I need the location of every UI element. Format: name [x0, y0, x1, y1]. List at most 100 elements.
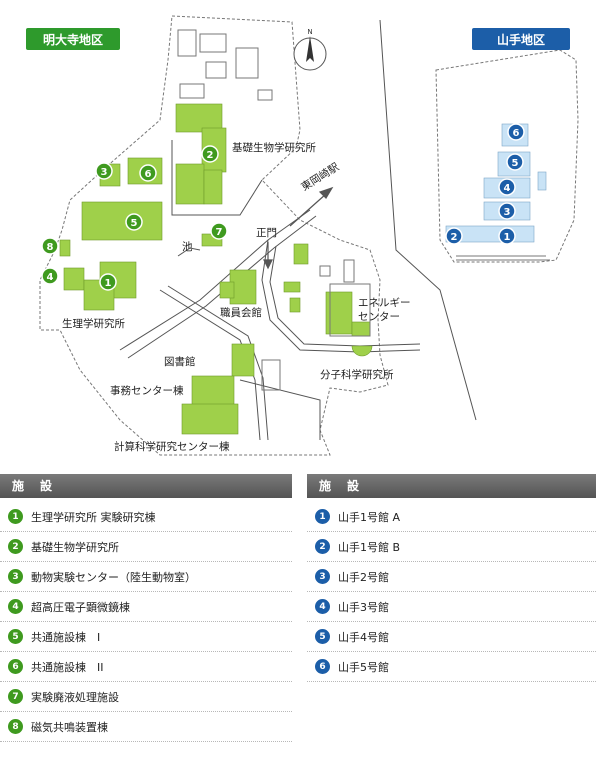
number-badge: 6 — [8, 659, 23, 674]
number-badge: 4 — [8, 599, 23, 614]
facility-name: 磁気共鳴装置棟 — [31, 720, 108, 734]
marker-green-7[interactable]: 7 — [210, 222, 228, 240]
number-badge: 5 — [8, 629, 23, 644]
marker-blue-5[interactable]: 5 — [506, 153, 524, 171]
marker-blue-1[interactable]: 1 — [498, 227, 516, 245]
facility-row[interactable]: 7 実験廃液処理施設 — [0, 682, 292, 712]
facility-row[interactable]: 8 磁気共鳴装置棟 — [0, 712, 292, 742]
marker-blue-1-label: 1 — [504, 232, 511, 243]
blue-markers: 1 2 3 4 5 6 — [445, 123, 525, 245]
marker-blue-4-label: 4 — [504, 183, 511, 194]
facility-row[interactable]: 4 超高圧電子顕微鏡棟 — [0, 592, 292, 622]
facility-name: 山手1号館 A — [338, 510, 401, 524]
label-shokuin: 職員会館 — [220, 306, 262, 319]
facility-name: 山手4号館 — [338, 630, 389, 644]
facility-name: 共通施設棟 II — [31, 660, 104, 674]
facility-row[interactable]: 1 生理学研究所 実験研究棟 — [0, 502, 292, 532]
facility-row[interactable]: 5 山手4号館 — [307, 622, 596, 652]
marker-blue-2[interactable]: 2 — [445, 227, 463, 245]
facility-row[interactable]: 5 共通施設棟 I — [0, 622, 292, 652]
facility-row[interactable]: 2 基礎生物学研究所 — [0, 532, 292, 562]
district-tag-yamate: 山手地区 — [472, 28, 570, 50]
marker-blue-6[interactable]: 6 — [507, 123, 525, 141]
facility-name: 山手2号館 — [338, 570, 389, 584]
marker-blue-4[interactable]: 4 — [498, 178, 516, 196]
number-badge: 1 — [8, 509, 23, 524]
compass-north-label: N — [307, 28, 312, 36]
marker-green-2[interactable]: 2 — [201, 145, 219, 163]
district-label-yamate: 山手地区 — [497, 32, 545, 47]
facility-name: 共通施設棟 I — [31, 630, 101, 644]
facility-name: 動物実験センター（陸生動物室） — [31, 570, 196, 584]
number-badge: 2 — [315, 539, 330, 554]
marker-blue-5-label: 5 — [512, 158, 519, 169]
number-badge: 4 — [315, 599, 330, 614]
label-kiso: 基礎生物学研究所 — [232, 141, 316, 154]
yamate-table-header: 施 設 — [307, 474, 596, 498]
marker-blue-3-label: 3 — [504, 207, 511, 218]
facility-row[interactable]: 1 山手1号館 A — [307, 502, 596, 532]
label-bunshi: 分子科学研究所 — [320, 368, 394, 381]
facility-name: 超高圧電子顕微鏡棟 — [31, 600, 130, 614]
facility-row[interactable]: 4 山手3号館 — [307, 592, 596, 622]
district-label-myodaiji: 明大寺地区 — [43, 32, 103, 47]
number-badge: 1 — [315, 509, 330, 524]
facility-name: 山手5号館 — [338, 660, 389, 674]
facility-row[interactable]: 2 山手1号館 B — [307, 532, 596, 562]
marker-blue-3[interactable]: 3 — [498, 202, 516, 220]
facility-name: 基礎生物学研究所 — [31, 540, 119, 554]
number-badge: 7 — [8, 689, 23, 704]
label-energy-2: センター — [358, 311, 400, 323]
number-badge: 8 — [8, 719, 23, 734]
number-badge: 3 — [8, 569, 23, 584]
label-seimon: 正門 — [256, 227, 277, 239]
label-seiri: 生理学研究所 — [62, 317, 125, 330]
marker-green-7-label: 7 — [216, 227, 223, 238]
facility-row[interactable]: 6 共通施設棟 II — [0, 652, 292, 682]
marker-blue-2-label: 2 — [451, 232, 458, 243]
facility-name: 山手3号館 — [338, 600, 389, 614]
marker-green-5-label: 5 — [131, 218, 138, 229]
misc-outline-buildings — [261, 259, 371, 391]
facility-name: 山手1号館 B — [338, 540, 401, 554]
label-higashiokazaki: 東岡崎駅 — [299, 160, 342, 194]
number-badge: 3 — [315, 569, 330, 584]
marker-green-4[interactable]: 4 — [41, 267, 59, 285]
marker-green-4-label: 4 — [47, 272, 54, 283]
marker-green-3-label: 3 — [101, 167, 108, 178]
facility-row[interactable]: 3 動物実験センター（陸生動物室） — [0, 562, 292, 592]
facility-row[interactable]: 3 山手2号館 — [307, 562, 596, 592]
marker-green-5[interactable]: 5 — [125, 213, 143, 231]
marker-green-3[interactable]: 3 — [95, 162, 113, 180]
district-tag-myodaiji: 明大寺地区 — [26, 28, 120, 50]
green-markers: 1 2 3 4 5 6 7 8 — [41, 145, 228, 291]
marker-green-8-label: 8 — [47, 242, 54, 253]
marker-green-6-label: 6 — [145, 169, 152, 180]
compass-icon: N — [293, 28, 327, 71]
number-badge: 5 — [315, 629, 330, 644]
roads — [119, 19, 477, 441]
label-keisan: 計算科学研究センター棟 — [114, 440, 230, 453]
marker-green-2-label: 2 — [207, 150, 214, 161]
myodaiji-facility-table: 施 設 1 生理学研究所 実験研究棟 2 基礎生物学研究所 3 動物実験センター（陸生動物… — [0, 474, 292, 742]
facility-name: 生理学研究所 実験研究棟 — [31, 510, 156, 524]
marker-green-8[interactable]: 8 — [41, 237, 59, 255]
yamate-facility-list: 1 山手1号館 A 2 山手1号館 B 3 山手2号館 4 山手3号館 5 山手4号館 6 山手5号館 — [307, 502, 596, 682]
yamate-boundary — [435, 49, 579, 263]
myodaiji-buildings — [59, 103, 371, 435]
label-toshokan: 図書館 — [164, 355, 196, 368]
marker-green-1[interactable]: 1 — [99, 273, 117, 291]
label-energy-1: エネルギー — [358, 297, 411, 309]
label-jimu: 事務センター棟 — [110, 384, 184, 397]
number-badge: 6 — [315, 659, 330, 674]
marker-green-6[interactable]: 6 — [139, 164, 157, 182]
marker-blue-6-label: 6 — [513, 128, 520, 139]
energy-center-dome — [351, 345, 373, 357]
number-badge: 2 — [8, 539, 23, 554]
north-buildings — [177, 29, 273, 101]
facility-name: 実験廃液処理施設 — [31, 690, 119, 704]
myodaiji-table-header: 施 設 — [0, 474, 292, 498]
facility-row[interactable]: 6 山手5号館 — [307, 652, 596, 682]
